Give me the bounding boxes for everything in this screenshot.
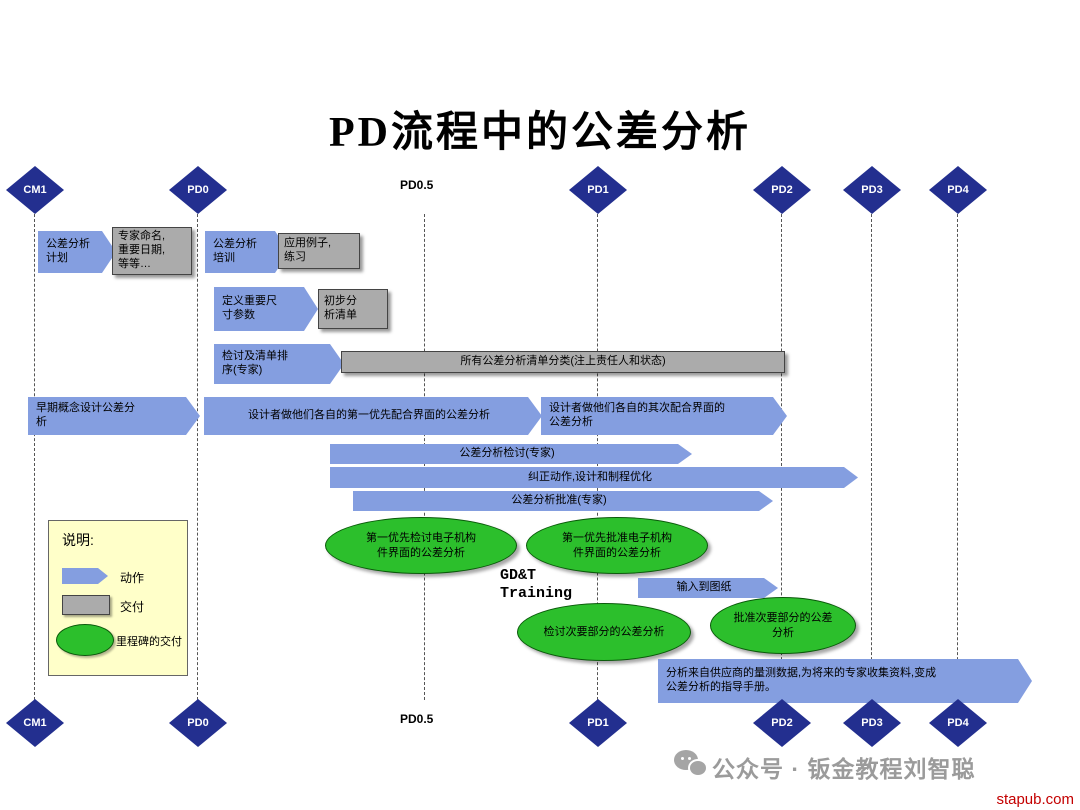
legend-deliverable-icon bbox=[62, 595, 110, 615]
milestone-diamond-bottom-pd4: PD4 bbox=[929, 699, 987, 747]
action-arrow-plan: 公差分析 计划 bbox=[38, 231, 116, 273]
gdt-training-note: GD&T Training bbox=[500, 567, 573, 602]
milestone-deliverable-review-secondary: 检讨次要部分的公差分析 bbox=[517, 603, 691, 661]
milestone-deliverable-approve-first: 第一优先批准电子机构 件界面的公差分析 bbox=[526, 517, 708, 574]
milestone-diamond-bottom-cm1: CM1 bbox=[6, 699, 64, 747]
deliverable-bar-all-list: 所有公差分析清单分类(注上责任人和状态) bbox=[341, 351, 785, 373]
action-arrow-second-priority: 设计者做他们各自的其次配合界面的 公差分析 bbox=[541, 397, 787, 435]
milestone-diamond-top-pd3: PD3 bbox=[843, 166, 901, 214]
action-arrow-analysis-approve: 公差分析批准(专家) bbox=[353, 491, 773, 511]
action-arrow-input-drawing: 输入到图纸 bbox=[638, 578, 778, 598]
milestone-deliverable-review-first: 第一优先检讨电子机构 件界面的公差分析 bbox=[325, 517, 517, 574]
deliverable-box-initial-list: 初步分 析清单 bbox=[318, 289, 388, 329]
legend-milestone-deliverable-icon bbox=[56, 624, 114, 656]
milestone-label-top-pd05: PD0.5 bbox=[400, 178, 434, 192]
action-arrow-training: 公差分析 培训 bbox=[205, 231, 289, 273]
legend-action-icon bbox=[62, 568, 108, 584]
milestone-deliverable-approve-secondary: 批准次要部分的公差 分析 bbox=[710, 597, 856, 654]
action-arrow-define-params: 定义重要尺 寸参数 bbox=[214, 287, 318, 331]
milestone-diamond-top-cm1: CM1 bbox=[6, 166, 64, 214]
deliverable-box-examples: 应用例子, 练习 bbox=[278, 233, 360, 269]
legend-milestone-deliverable-label: 里程碑的交付 bbox=[116, 636, 182, 648]
timeline-pd3 bbox=[871, 214, 872, 700]
milestone-diamond-top-pd1: PD1 bbox=[569, 166, 627, 214]
page-title: PD流程中的公差分析 bbox=[329, 110, 751, 156]
timeline-cm1 bbox=[34, 214, 35, 700]
action-arrow-review-sort: 检讨及清单排 序(专家) bbox=[214, 344, 344, 384]
legend-title: 说明: bbox=[62, 532, 94, 548]
timeline-pd0 bbox=[197, 214, 198, 700]
milestone-diamond-top-pd2: PD2 bbox=[753, 166, 811, 214]
action-arrow-supplier-data: 分析来自供应商的量测数据,为将来的专家收集资料,变成 公差分析的指导手册。 bbox=[658, 659, 1032, 703]
wechat-icon bbox=[674, 750, 708, 777]
milestone-diamond-bottom-pd1: PD1 bbox=[569, 699, 627, 747]
milestone-diamond-bottom-pd2: PD2 bbox=[753, 699, 811, 747]
action-arrow-first-priority: 设计者做他们各自的第一优先配合界面的公差分析 bbox=[204, 397, 542, 435]
timeline-pd2 bbox=[781, 214, 782, 700]
milestone-diamond-bottom-pd0: PD0 bbox=[169, 699, 227, 747]
deliverable-box-experts-named: 专家命名, 重要日期, 等等… bbox=[112, 227, 192, 275]
action-arrow-early-concept: 早期概念设计公差分 析 bbox=[28, 397, 200, 435]
legend-deliverable-label: 交付 bbox=[120, 600, 145, 614]
milestone-diamond-bottom-pd3: PD3 bbox=[843, 699, 901, 747]
milestone-diamond-top-pd4: PD4 bbox=[929, 166, 987, 214]
timeline-pd4 bbox=[957, 214, 958, 700]
action-arrow-corrective: 纠正动作,设计和制程优化 bbox=[330, 467, 858, 488]
action-arrow-analysis-review: 公差分析检讨(专家) bbox=[330, 444, 692, 464]
milestone-diamond-top-pd0: PD0 bbox=[169, 166, 227, 214]
site-watermark: stapub.com bbox=[996, 791, 1074, 808]
legend-action-label: 动作 bbox=[120, 571, 145, 585]
watermark-text: 公众号 · 钣金教程刘智聪 bbox=[712, 756, 976, 782]
milestone-label-bottom-pd05: PD0.5 bbox=[400, 712, 434, 726]
